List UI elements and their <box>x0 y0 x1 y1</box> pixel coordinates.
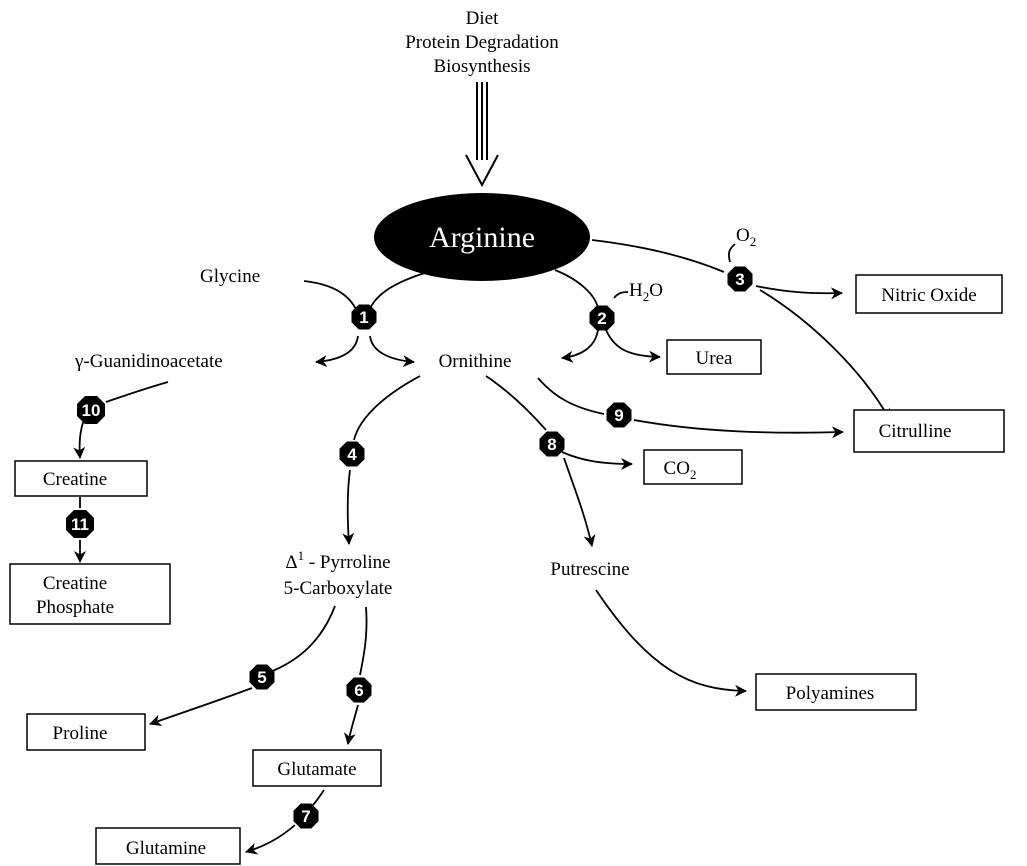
arrow-ornithine-to-4 <box>353 375 421 441</box>
arrow-3-to-nitric-oxide <box>755 285 843 300</box>
enzyme-4: 4 <box>339 441 365 467</box>
h2o-hook <box>613 291 629 299</box>
arrow-guanidinoacetate-to-10 <box>105 381 169 403</box>
putrescine-label: Putrescine <box>550 559 629 580</box>
enzyme-2: 2 <box>589 305 615 331</box>
svg-text:6: 6 <box>354 681 363 700</box>
input-diet: Diet <box>466 8 499 29</box>
p5c-label-line1: Δ1 - Pyrroline <box>285 548 390 573</box>
creatine-phosphate-box: Creatine Phosphate <box>9 563 171 625</box>
arrow-2-to-ornithine <box>561 329 599 363</box>
enzyme-7: 7 <box>293 803 319 829</box>
glutamine-box: Glutamine <box>95 827 241 865</box>
svg-text:7: 7 <box>301 807 310 826</box>
arrow-p5c-to-5 <box>269 605 336 673</box>
arrow-arginine-to-3 <box>591 239 725 273</box>
arrow-ornithine-to-9 <box>537 377 605 415</box>
arrow-putrescine-to-polyamines <box>595 589 747 697</box>
enzyme-11: 11 <box>66 510 94 538</box>
urea-box: Urea <box>666 339 762 375</box>
arrow-7-to-glutamine <box>245 824 296 855</box>
nitric-oxide-label: Nitric Oxide <box>881 285 977 306</box>
svg-text:1: 1 <box>359 308 368 327</box>
p5c-label-line2: 5-Carboxylate <box>284 578 393 599</box>
pathway-lines <box>73 239 891 855</box>
glutamate-label: Glutamate <box>277 759 356 780</box>
o2-hook <box>727 243 736 263</box>
svg-text:3: 3 <box>735 270 744 289</box>
arrow-8-to-co2 <box>561 451 633 470</box>
svg-text:2: 2 <box>597 309 606 328</box>
input-biosynthesis: Biosynthesis <box>433 56 530 77</box>
enzyme-8: 8 <box>539 431 565 457</box>
arrow-3-to-citrulline <box>759 289 891 421</box>
enzyme-9: 9 <box>606 402 632 428</box>
co2-label: CO2 <box>664 458 697 482</box>
input-protein-degradation: Protein Degradation <box>405 32 559 53</box>
arrow-2-to-urea <box>605 329 661 363</box>
enzyme-3: 3 <box>727 266 753 292</box>
arrow-6-to-glutamate <box>343 704 359 745</box>
proline-box: Proline <box>26 713 146 751</box>
citrulline-label: Citrulline <box>879 421 952 442</box>
glutamine-label: Glutamine <box>126 838 206 859</box>
enzyme-6: 6 <box>346 677 372 703</box>
o2-label: O2 <box>736 225 756 249</box>
arginine-node <box>374 193 590 281</box>
guanidinoacetate-label: γ-Guanidinoacetate <box>74 351 223 372</box>
co2-box: CO2 <box>643 449 743 485</box>
svg-text:10: 10 <box>82 401 101 420</box>
arrow-8-to-putrescine <box>563 457 596 547</box>
h2o-label: H2O <box>629 280 663 304</box>
svg-text:8: 8 <box>547 435 556 454</box>
creatine-box: Creatine <box>14 460 148 497</box>
arrow-9-to-citrulline <box>633 419 844 439</box>
svg-text:4: 4 <box>347 445 357 464</box>
arrow-4-to-p5c <box>342 469 355 545</box>
enzyme-10: 10 <box>77 396 105 424</box>
enzyme-5: 5 <box>249 664 275 690</box>
polyamines-label: Polyamines <box>786 683 875 704</box>
svg-text:9: 9 <box>614 406 623 425</box>
polyamines-box: Polyamines <box>755 673 917 711</box>
urea-label: Urea <box>696 348 733 369</box>
enzyme-1: 1 <box>351 304 377 330</box>
creatine-phosphate-label-line2: Phosphate <box>36 597 114 618</box>
citrulline-box: Citrulline <box>853 409 1005 453</box>
arrow-1-to-ornithine <box>369 335 415 368</box>
glycine-label: Glycine <box>200 266 260 287</box>
arrow-10-to-creatine <box>73 419 86 459</box>
glutamate-box: Glutamate <box>252 749 382 787</box>
arrow-p5c-to-6 <box>359 606 368 676</box>
creatine-label: Creatine <box>43 469 107 490</box>
arrow-arginine-to-2 <box>554 269 599 309</box>
arginine-label: Arginine <box>429 221 535 254</box>
nitric-oxide-box: Nitric Oxide <box>855 274 1003 314</box>
ornithine-label: Ornithine <box>439 351 512 372</box>
arrow-ornithine-to-8 <box>485 375 547 431</box>
arrow-glutamate-to-7 <box>311 789 325 807</box>
svg-text:5: 5 <box>257 668 266 687</box>
arrow-5-to-proline <box>149 687 253 727</box>
input-triple-arrow <box>465 82 499 188</box>
creatine-phosphate-label-line1: Creatine <box>43 573 107 594</box>
arrow-1-to-guanidinoacetate <box>315 335 359 368</box>
svg-text:11: 11 <box>71 515 89 534</box>
proline-label: Proline <box>53 723 108 744</box>
